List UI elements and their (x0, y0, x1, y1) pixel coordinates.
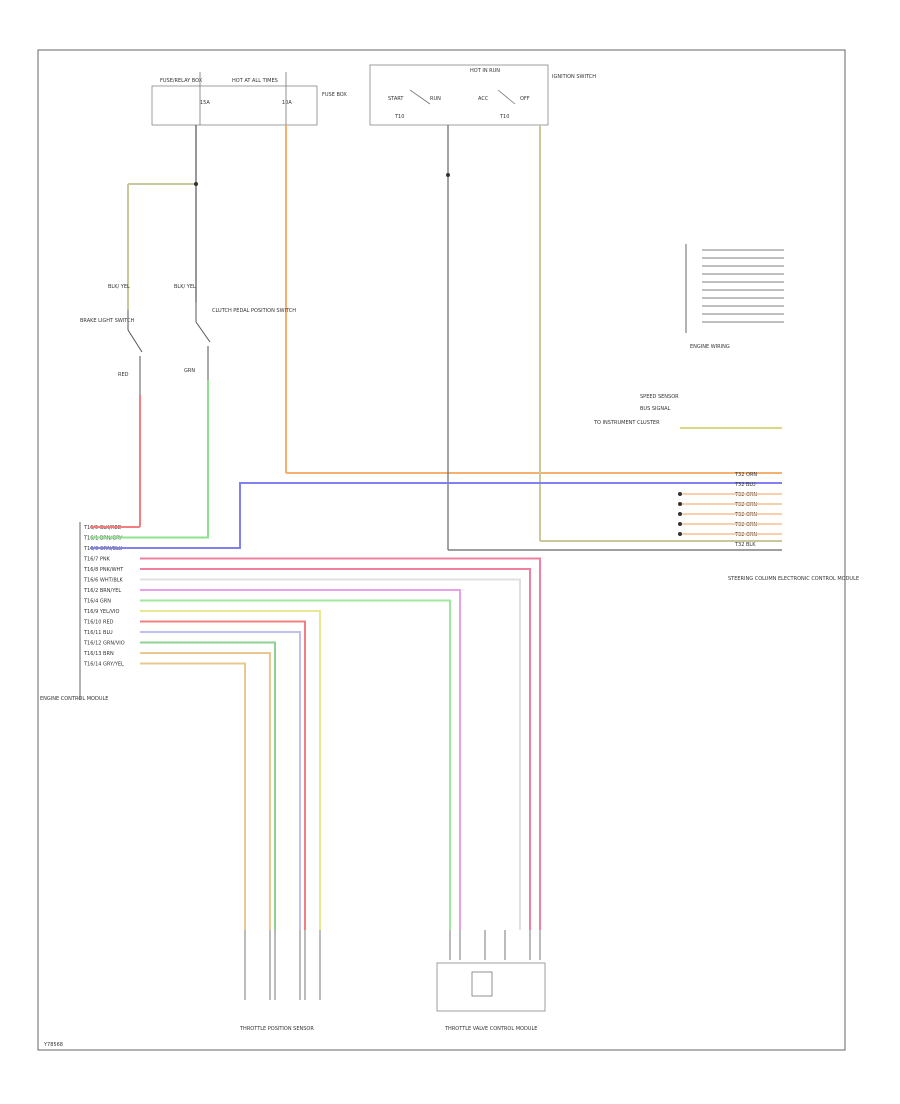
fuse-box-side-label: FUSE BOX (322, 92, 347, 98)
clutch-pedal-switch: BLK/ YEL CLUTCH PEDAL POSITION SWITCH GR… (174, 284, 296, 380)
ign-side-label: IGNITION SWITCH (552, 74, 596, 80)
ign-top-label: HOT IN RUN (470, 68, 500, 74)
svg-text:T10: T10 (394, 114, 404, 120)
to-cluster-label: TO INSTRUMENT CLUSTER (593, 420, 660, 426)
bus-signal-label: BUS SIGNAL (640, 406, 671, 412)
steering-pin-label: T32 ORN (734, 522, 757, 528)
svg-text:BLK/ YEL: BLK/ YEL (108, 284, 130, 290)
svg-text:BLK/ YEL: BLK/ YEL (174, 284, 196, 290)
ecm-wire (140, 599, 451, 930)
speed-sensor-label: SPEED SENSOR (640, 394, 679, 400)
svg-text:GRN: GRN (184, 368, 195, 374)
svg-text:T10: T10 (499, 114, 509, 120)
ecm-pin-label: T16/6 WHT/BLK (83, 578, 124, 584)
tps-label: THROTTLE POSITION SENSOR (239, 1026, 314, 1032)
tvm-label: THROTTLE VALVE CONTROL MODULE (444, 1026, 537, 1032)
ecm-pin-label: T16/11 BLU (83, 630, 113, 636)
ecm-wire (140, 610, 321, 930)
ecm-wire (90, 535, 209, 539)
ecm-wire (140, 568, 531, 930)
ecm-wire (140, 631, 301, 930)
footer-code: Y78568 (43, 1042, 63, 1048)
ecm-label: ENGINE CONTROL MODULE (40, 696, 108, 702)
ign-run-label: RUN (430, 96, 441, 102)
steering-pin-label: T32 ORN (734, 472, 757, 478)
diagram-frame (37, 49, 846, 1051)
ecm-pin-label: T16/14 GRY/YEL (83, 662, 124, 668)
right-legend: ENGINE WIRING (685, 244, 784, 350)
ign-acc-label: ACC (478, 96, 489, 102)
steering-pin-label: T32 ORN (734, 512, 757, 518)
ecm-pin-label: T16/7 PNK (83, 557, 111, 563)
steering-pin-label: T32 BLK (734, 542, 756, 548)
steering-pin-label: T32 ORN (734, 532, 757, 538)
steering-pin-label: T32 ORN (734, 502, 757, 508)
brake-switch-label: BRAKE LIGHT SWITCH (80, 318, 135, 324)
ecm-pin-label: T16/12 GRN/VIO (83, 641, 125, 647)
fuse-box-left-label: FUSE/RELAY BOX (160, 78, 203, 84)
throttle-position-sensor: THROTTLE POSITION SENSOR (239, 1026, 314, 1032)
ecm-wire (140, 641, 276, 930)
ecm-pin-label: T16/9 YEL/VIO (83, 609, 119, 615)
wire-blue-bus (90, 482, 782, 549)
fuse-relay-box: FUSE/RELAY BOX HOT AT ALL TIMES 15A 10A … (151, 72, 347, 126)
ecm-wire (140, 620, 306, 930)
legend-caption: ENGINE WIRING (690, 344, 730, 350)
ecm-wire (140, 662, 246, 930)
ecm-pin-label: T16/8 PNK/WHT (83, 567, 124, 573)
steering-module-label: STEERING COLUMN ELECTRONIC CONTROL MODUL… (728, 576, 859, 582)
ecm-wire (140, 652, 271, 930)
ecm-wire (140, 589, 461, 930)
steering-pin-label: T32 BLU (734, 482, 756, 488)
brake-light-switch: BLK/ YEL BRAKE LIGHT SWITCH RED (80, 284, 143, 395)
steering-pin-label: T32 ORN (734, 492, 757, 498)
steering-module-block: SPEED SENSOR BUS SIGNAL TO INSTRUMENT CL… (593, 394, 859, 582)
ecm-pin-label: T16/10 RED (83, 620, 114, 626)
ecm-pin-label: T16/4 GRN (83, 599, 111, 605)
ecm-wire (140, 557, 541, 930)
ignition-switch-box: HOT IN RUN IGNITION SWITCH START RUN ACC… (369, 64, 596, 126)
throttle-valve-module: THROTTLE VALVE CONTROL MODULE (436, 962, 546, 1032)
fuse-a-label: 15A (200, 100, 210, 106)
ecm-pin-label: T16/2 BRN/YEL (83, 588, 121, 594)
clutch-switch-label: CLUTCH PEDAL POSITION SWITCH (212, 308, 296, 314)
ign-start-label: START (388, 96, 404, 102)
ecm-wire-bundle (90, 526, 541, 1000)
fuse-b-label: 10A (282, 100, 292, 106)
ign-off-label: OFF (520, 96, 530, 102)
fuse-box-right-label: HOT AT ALL TIMES (232, 78, 278, 84)
ecm-pin-label: T16/13 BRN (83, 651, 114, 657)
svg-text:RED: RED (118, 372, 129, 378)
ecm-wire (140, 578, 521, 930)
